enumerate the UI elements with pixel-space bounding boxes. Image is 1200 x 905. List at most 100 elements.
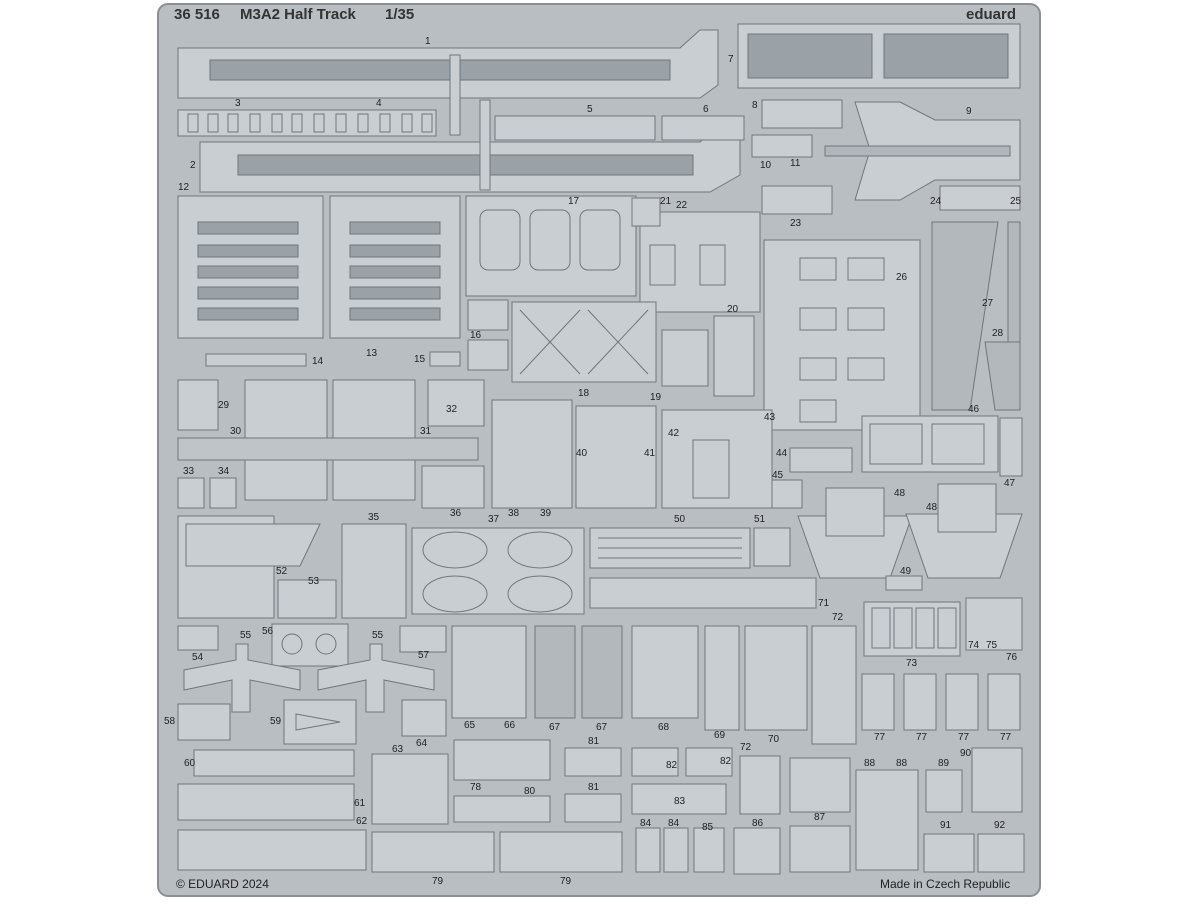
parts-65-66 bbox=[451, 625, 527, 719]
part-35 bbox=[341, 523, 407, 619]
part-73 bbox=[863, 601, 961, 657]
part-7 bbox=[737, 23, 1021, 89]
label-42: 42 bbox=[668, 428, 680, 439]
label-88b: 88 bbox=[896, 758, 908, 769]
catalog-number: 36 516 bbox=[174, 6, 220, 23]
label-60: 60 bbox=[184, 758, 196, 769]
part-17 bbox=[465, 195, 637, 297]
label-30: 30 bbox=[230, 426, 242, 437]
label-3: 3 bbox=[235, 98, 241, 109]
label-70: 70 bbox=[768, 734, 780, 745]
label-77d: 77 bbox=[1000, 732, 1012, 743]
parts-81-86 bbox=[564, 747, 781, 875]
label-47: 47 bbox=[1004, 478, 1016, 489]
part-70 bbox=[744, 625, 808, 731]
label-71: 71 bbox=[818, 598, 830, 609]
label-61: 61 bbox=[354, 798, 366, 809]
label-88a: 88 bbox=[864, 758, 876, 769]
label-90: 90 bbox=[960, 748, 972, 759]
label-35: 35 bbox=[368, 512, 380, 523]
part-71 bbox=[589, 577, 817, 609]
label-37: 37 bbox=[488, 514, 500, 525]
label-29: 29 bbox=[218, 400, 230, 411]
label-84a: 84 bbox=[640, 818, 652, 829]
label-81b: 81 bbox=[588, 782, 600, 793]
label-12: 12 bbox=[178, 182, 190, 193]
label-58: 58 bbox=[164, 716, 176, 727]
label-65: 65 bbox=[464, 720, 476, 731]
part-51 bbox=[753, 527, 791, 567]
part-60 bbox=[193, 749, 355, 777]
label-59: 59 bbox=[270, 716, 282, 727]
label-7: 7 bbox=[728, 54, 734, 65]
label-46: 46 bbox=[968, 404, 980, 415]
part-80 bbox=[453, 795, 551, 823]
part-79 bbox=[371, 831, 623, 873]
label-8: 8 bbox=[752, 100, 758, 111]
label-41: 41 bbox=[644, 448, 656, 459]
part-2 bbox=[199, 99, 741, 193]
label-40: 40 bbox=[576, 448, 588, 459]
label-49: 49 bbox=[900, 566, 912, 577]
label-68: 68 bbox=[658, 722, 670, 733]
label-62: 62 bbox=[356, 816, 368, 827]
label-80: 80 bbox=[524, 786, 536, 797]
label-78: 78 bbox=[470, 782, 482, 793]
label-51: 51 bbox=[754, 514, 766, 525]
part-78 bbox=[453, 739, 551, 781]
part-9 bbox=[824, 101, 1021, 201]
label-69: 69 bbox=[714, 730, 726, 741]
label-73: 73 bbox=[906, 658, 918, 669]
parts-29-31 bbox=[177, 379, 479, 501]
part-52 bbox=[177, 515, 321, 619]
label-74: 74 bbox=[968, 640, 980, 651]
label-45: 45 bbox=[772, 470, 784, 481]
part-53 bbox=[277, 579, 337, 619]
label-77c: 77 bbox=[958, 732, 970, 743]
label-9: 9 bbox=[966, 106, 972, 117]
label-11: 11 bbox=[790, 158, 801, 169]
parts-88-92 bbox=[855, 747, 1025, 873]
label-21: 21 bbox=[660, 196, 672, 207]
label-92: 92 bbox=[994, 820, 1006, 831]
label-83: 83 bbox=[674, 796, 686, 807]
label-52: 52 bbox=[276, 566, 288, 577]
label-75: 75 bbox=[986, 640, 998, 651]
part-48 bbox=[797, 483, 1023, 579]
part-62 bbox=[177, 829, 367, 871]
label-5: 5 bbox=[587, 104, 593, 115]
part-27-mesh bbox=[931, 221, 999, 411]
label-48a: 48 bbox=[894, 488, 906, 499]
parts-44-45 bbox=[771, 447, 853, 509]
label-81a: 81 bbox=[588, 736, 600, 747]
label-31: 31 bbox=[420, 426, 432, 437]
part-63 bbox=[371, 753, 449, 825]
label-82b: 82 bbox=[720, 756, 732, 767]
part-37 bbox=[411, 527, 585, 615]
label-22: 22 bbox=[676, 200, 688, 211]
label-89: 89 bbox=[938, 758, 950, 769]
parts-5-6 bbox=[494, 115, 745, 141]
label-14: 14 bbox=[312, 356, 324, 367]
label-77b: 77 bbox=[916, 732, 928, 743]
label-55a: 55 bbox=[240, 630, 252, 641]
label-24: 24 bbox=[930, 196, 942, 207]
part-87 bbox=[789, 757, 851, 873]
label-36: 36 bbox=[450, 508, 462, 519]
label-87: 87 bbox=[814, 812, 826, 823]
part-22 bbox=[639, 211, 761, 313]
parts-3-4 bbox=[177, 109, 437, 137]
origin-text: Made in Czech Republic bbox=[880, 877, 1011, 891]
parts-40-41 bbox=[575, 405, 657, 509]
label-19: 19 bbox=[650, 392, 662, 403]
label-18: 18 bbox=[578, 388, 590, 399]
part-61 bbox=[177, 783, 355, 821]
sheet-title: M3A2 Half Track bbox=[240, 6, 356, 23]
part-18 bbox=[511, 301, 657, 383]
parts-36-39 bbox=[421, 399, 573, 509]
part-67 bbox=[534, 625, 623, 719]
label-16: 16 bbox=[470, 330, 482, 341]
part-68 bbox=[631, 625, 699, 719]
part-64 bbox=[401, 699, 447, 737]
label-6: 6 bbox=[703, 104, 709, 115]
